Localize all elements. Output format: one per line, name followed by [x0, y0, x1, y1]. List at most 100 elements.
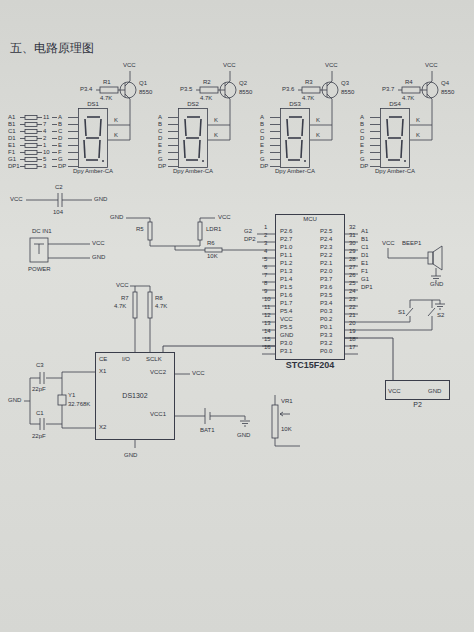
pin-label: Q1: [139, 80, 147, 87]
pin-label: DP1: [8, 163, 20, 170]
pin-label: 4: [43, 128, 46, 135]
pin-label: 10: [43, 149, 50, 156]
pin-label: 8: [264, 280, 267, 287]
pin-label: F: [260, 149, 264, 156]
wire-connector: [163, 346, 275, 352]
pin-label: 18: [349, 336, 356, 343]
ground-symbol: [240, 421, 250, 426]
digit-segment: [99, 140, 100, 158]
digit-segment: [304, 160, 306, 162]
resistor-symbol: [25, 144, 37, 148]
part-type: Dpy Amber-CA: [73, 168, 113, 175]
pin-label: 4: [264, 248, 267, 255]
pin-label: 22: [349, 304, 356, 311]
resistor-symbol: [25, 158, 37, 162]
digit-segment: [102, 160, 104, 162]
capacitor-symbol: [58, 193, 62, 207]
pin-label: 3: [43, 163, 46, 170]
pin-label: G: [58, 156, 63, 163]
pin-label: 26: [349, 272, 356, 279]
part-name: P2: [385, 400, 450, 409]
pin-label: BEEP1: [402, 240, 421, 247]
pin-label: VR1: [281, 398, 293, 405]
pin-label: K: [114, 132, 118, 139]
digit-segment: [288, 159, 300, 161]
pin-label: 24: [349, 288, 356, 295]
pin-label: VCC: [92, 240, 105, 247]
transistor-symbol: [327, 71, 332, 86]
resistor-symbol: [402, 87, 420, 93]
wire: [168, 166, 178, 167]
pin-label: C1: [361, 244, 369, 251]
seven-segment-display: DS4Dpy Amber-CA: [375, 101, 415, 175]
pin-stub: [262, 346, 358, 347]
wire: [20, 138, 25, 139]
chip-name: STC15F204: [275, 360, 345, 371]
transistor-symbol: [422, 82, 438, 98]
potentiometer-symbol: [272, 405, 278, 438]
digit-segment: [289, 116, 302, 118]
pin-label: K: [214, 132, 218, 139]
digit-segment: [388, 159, 400, 161]
pin-label: 4.7K: [302, 95, 314, 102]
part-name: DS3: [289, 101, 301, 108]
pin-label: C: [360, 128, 364, 135]
pin-label: A: [260, 114, 264, 121]
pin-label: DP: [360, 163, 368, 170]
transistor-symbol: [225, 71, 230, 86]
pin-stub: [262, 234, 358, 235]
pin-label: 10K: [281, 426, 292, 433]
wire: [388, 248, 428, 258]
pin-label: BAT1: [200, 427, 215, 434]
pin-label: VCC2: [150, 369, 166, 376]
pin-label: E: [58, 142, 62, 149]
pin-label: B: [360, 121, 364, 128]
pin-label: K: [114, 117, 118, 124]
wire: [168, 159, 178, 160]
pin-label: GND: [237, 432, 250, 439]
pin-label: 13: [264, 320, 271, 327]
wire: [20, 117, 25, 118]
pin-label: 10K: [207, 253, 218, 260]
pin-label: G2: [244, 228, 252, 235]
pin-label: 32.768K: [68, 401, 90, 408]
wire: [126, 218, 215, 222]
pin-label: P1.2: [280, 260, 292, 267]
pin-label: G: [360, 156, 365, 163]
pin-label: C: [260, 128, 264, 135]
digit-segment: [389, 116, 402, 118]
digit-segment: [87, 116, 100, 118]
pin-label: X2: [99, 424, 106, 431]
wire: [168, 152, 178, 153]
transistor-symbol: [120, 82, 136, 98]
wire: [370, 124, 380, 125]
pin-label: C: [58, 128, 62, 135]
pin-label: 8550: [441, 89, 454, 96]
wire: [68, 166, 78, 167]
wire: [222, 250, 262, 251]
wire: [208, 125, 230, 140]
pin-label: P0.1: [320, 324, 332, 331]
buzzer-symbol: [428, 252, 433, 264]
pin-stub: [262, 290, 358, 291]
wire: [270, 124, 280, 125]
pin-label: P0.0: [320, 348, 332, 355]
pin-label: DP: [260, 163, 268, 170]
pin-label: DP: [158, 163, 166, 170]
pin-label: VCC: [425, 62, 438, 69]
wire: [275, 395, 300, 446]
pin-label: 31: [349, 232, 356, 239]
chip-name: DS1302: [122, 392, 147, 400]
pin-label: GND: [110, 214, 123, 221]
pin-stub: [262, 298, 358, 299]
wire: [196, 90, 200, 91]
wire: [52, 138, 57, 139]
pin-label: P3.5: [180, 86, 192, 93]
pin-label: P0.3: [320, 308, 332, 315]
ground-symbol: [435, 304, 445, 309]
pin-label: 9: [264, 288, 267, 295]
digit-outline: [78, 108, 108, 168]
pin-label: 30: [349, 240, 356, 247]
pin-label: G1: [8, 156, 16, 163]
